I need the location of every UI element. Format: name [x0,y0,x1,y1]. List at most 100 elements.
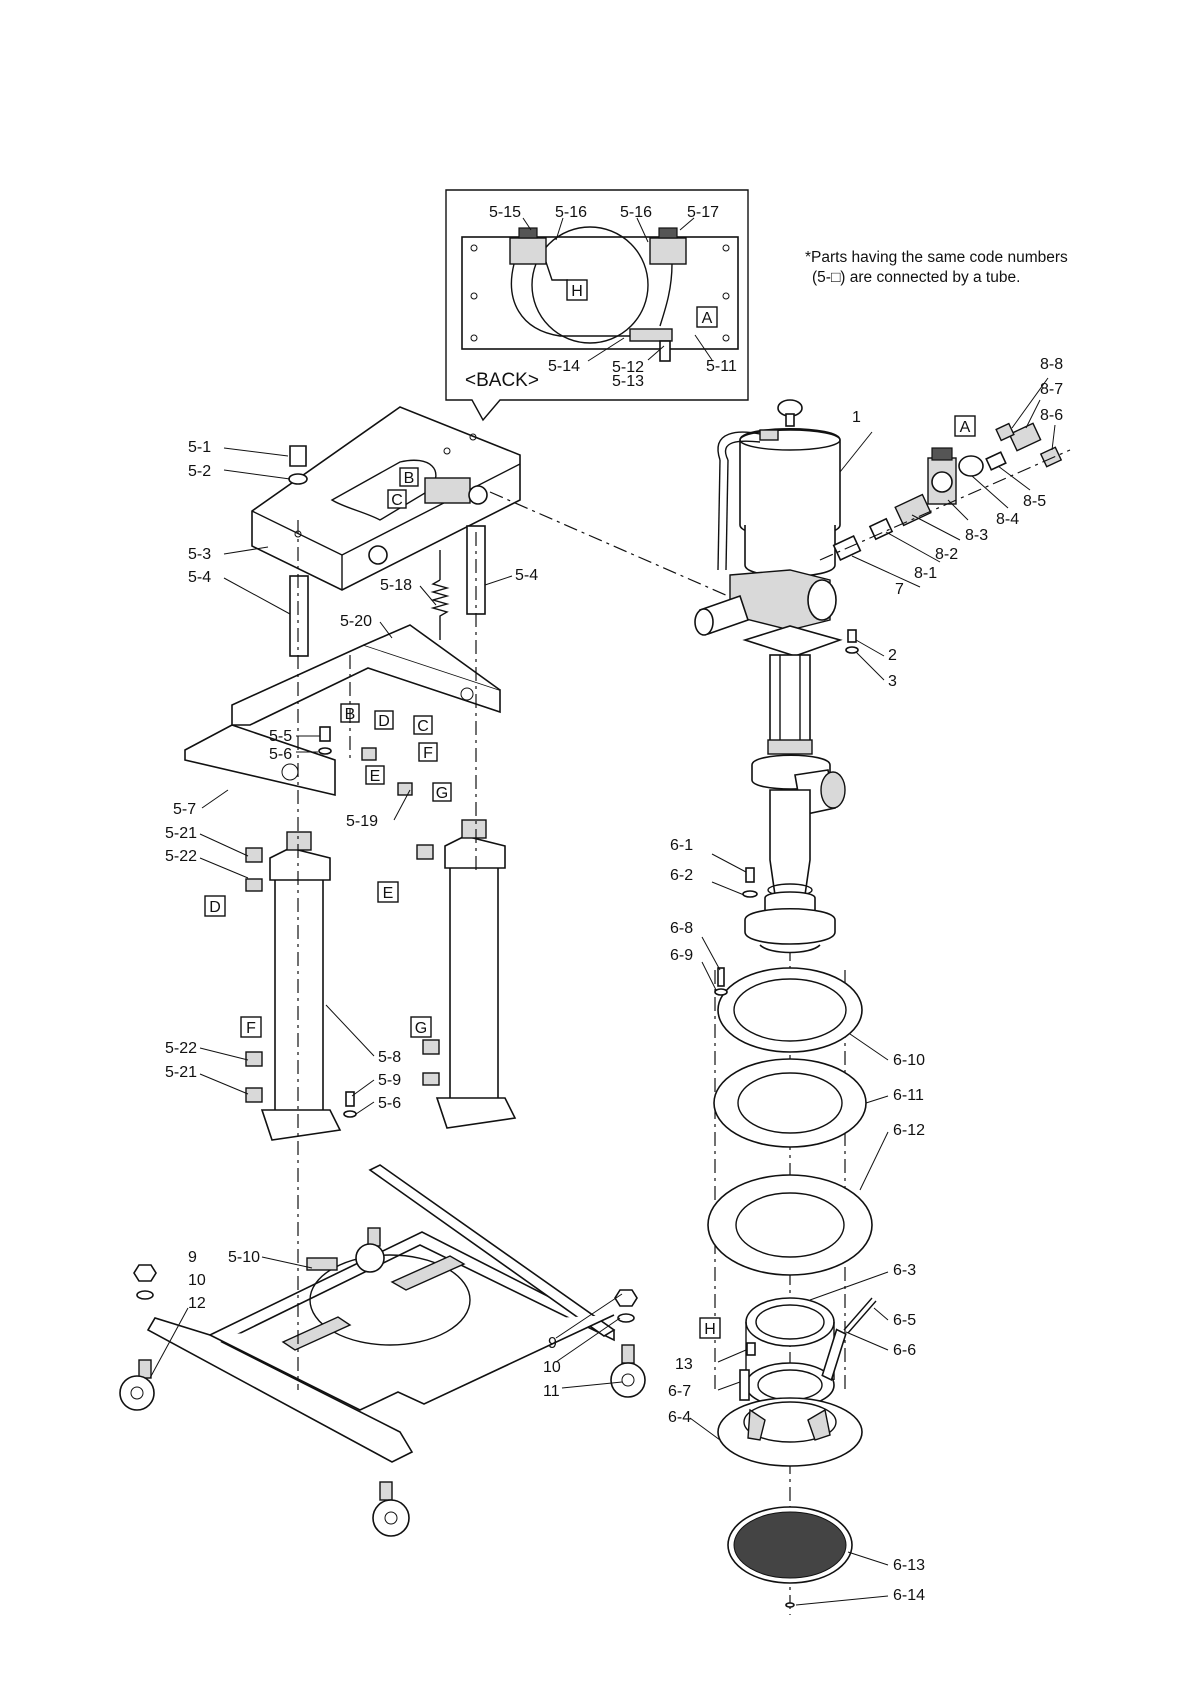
label-7: 7 [895,581,904,598]
label-6-9: 6-9 [670,947,693,964]
label-5-9: 5-9 [378,1072,401,1089]
label-9: 9 [548,1335,557,1352]
top-plate-port [368,545,388,565]
cylinder-base-left [260,1109,342,1141]
outlet-port [807,579,837,621]
rod-6-5 [843,1297,877,1334]
base-slot [390,1255,466,1291]
inset-callout-frame [445,189,749,422]
label-5-18: 5-18 [380,577,412,594]
inset-hole [722,292,730,300]
nut-9 [133,1264,157,1282]
label-8-7: 8-7 [1040,381,1063,398]
base-slot [281,1316,352,1351]
label-5-16: 5-16 [555,204,587,221]
plate-6-12 [707,1174,873,1276]
label-5-21: 5-21 [165,825,197,842]
frame-top-rail [231,644,501,726]
caster-wheel [610,1344,646,1398]
label-5-6: 5-6 [378,1095,401,1112]
cylinder-rod-left [286,831,312,851]
tube-connection-note: *Parts having the same code numbers (5-□… [805,249,1068,286]
marker-a-text: A [960,419,971,436]
tee-8-7 [1008,422,1042,452]
label-12: 12 [188,1295,206,1312]
marker-g: G [436,785,448,802]
valve-8-2 [894,493,932,527]
pump-assembly: A H [668,356,1071,1608]
label-5-11: 5-11 [706,358,737,375]
label-5-13: 5-13 [612,373,644,390]
top-plate-port [468,485,488,505]
air-motor-lower [744,525,836,577]
label-2: 2 [888,647,897,664]
cylinder-rod-right [461,819,487,839]
inset-fitting [659,340,671,362]
inset-hole [722,244,730,252]
label-6-5: 6-5 [893,1312,916,1329]
label-5-8: 5-8 [378,1049,401,1066]
washer-10 [136,1290,154,1300]
washer-5-6 [318,747,332,755]
lower-pump-tube [769,789,811,896]
label-3: 3 [888,673,897,690]
handle-6-6 [821,1328,847,1382]
marker-e: E [370,768,381,785]
marker-b [399,467,419,487]
inset-hole [470,334,478,342]
label-6-1: 6-1 [670,837,693,854]
label-6-3: 6-3 [893,1262,916,1279]
label-5-17: 5-17 [687,204,719,221]
marker-h [699,1317,721,1339]
label-5-22: 5-22 [165,848,197,865]
bolt-6-1 [745,867,755,883]
screw-13 [746,1342,756,1356]
marker-f: F [246,1020,256,1037]
label-5-4: 5-4 [515,567,538,584]
foot-valve-housing [744,908,836,945]
cylinder-base-right [435,1097,517,1129]
inset-hole [722,334,730,342]
marker-f: F [423,745,433,762]
label-6-14: 6-14 [893,1587,925,1604]
label-5-4: 5-4 [188,569,211,586]
inset-marker-h [566,279,588,301]
label-5-5: 5-5 [269,728,292,745]
gasket-6-10 [717,967,863,1053]
washer-5-2 [288,473,308,485]
nut-9 [614,1289,638,1307]
frame-arm-left [184,724,336,797]
air-motor [739,427,841,538]
label-5-10: 5-10 [228,1249,260,1266]
svg-text:B: B [404,470,415,487]
air-cylinder-left [274,869,324,1116]
label-10: 10 [188,1272,206,1289]
label-6-8: 6-8 [670,920,693,937]
washer-6-2 [742,890,758,898]
label-6-4: 6-4 [668,1409,691,1426]
pin-6-7 [739,1369,750,1401]
label-5-6: 5-6 [269,746,292,763]
label-8-3: 8-3 [965,527,988,544]
back-view-inset: H A 5-15 5-16 5-16 5-17 5-14 5-12 5-13 5… [445,189,749,422]
air-cylinder-right [449,857,499,1104]
caster-wheel [372,1481,410,1537]
inset-manifold [629,328,673,342]
label-5-20: 5-20 [340,613,372,630]
base-plate-opening [309,1254,471,1346]
label-8-8: 8-8 [1040,356,1063,373]
note-line-1: *Parts having the same code numbers [805,249,1068,266]
label-5-7: 5-7 [173,801,196,818]
lift-stand-assembly: B C B D C E F G [119,406,646,1537]
label-5-14: 5-14 [548,358,580,375]
marker-d: D [378,713,390,730]
spring-5-18 [430,550,450,640]
caster-wheel [119,1359,155,1411]
inset-hole [470,292,478,300]
inset-marker-a-text: A [702,310,713,327]
label-6-10: 6-10 [893,1052,925,1069]
label-5-15: 5-15 [489,204,521,221]
frame-top-edge [363,624,501,691]
inset-tube [510,263,650,337]
label-8-2: 8-2 [935,546,958,563]
